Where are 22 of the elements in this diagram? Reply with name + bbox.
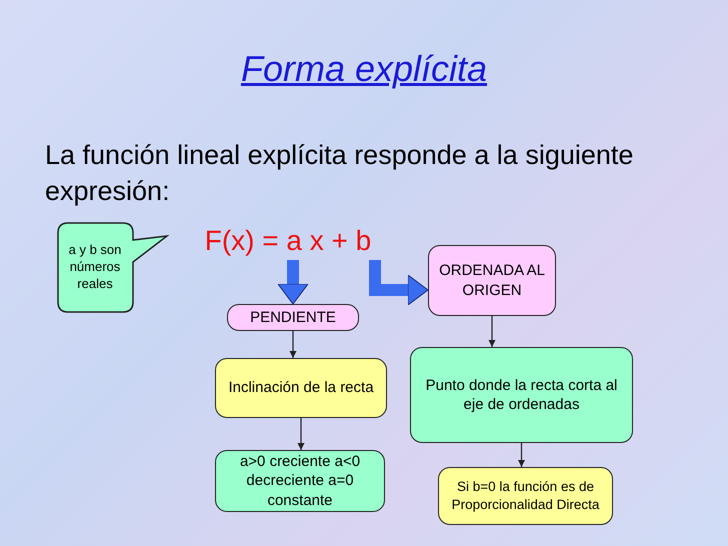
box-text: Inclinación de la recta xyxy=(228,378,374,398)
box-text: a y b son números reales xyxy=(68,242,122,293)
box-text: a>0 creciente a<0 decreciente a=0 constante xyxy=(238,452,362,510)
body-text: La función lineal explícita responde a la siguiente expresión: xyxy=(45,139,634,208)
box-text: Si b=0 la función es de Proporcionalidad Directa xyxy=(450,478,600,514)
flowchart-box xyxy=(227,304,359,331)
flowchart-box xyxy=(410,347,633,443)
arrow xyxy=(289,331,297,358)
flowchart-box xyxy=(215,358,387,418)
arrow xyxy=(518,443,526,467)
speech-callout xyxy=(57,222,169,313)
arrow xyxy=(488,316,496,347)
flowchart-box xyxy=(438,467,613,525)
box-text: PENDIENTE xyxy=(250,308,336,328)
flowchart-box xyxy=(428,245,556,316)
block-arrow xyxy=(278,260,308,304)
arrow xyxy=(297,418,305,450)
formula: F(x) = a x + b xyxy=(204,224,372,258)
box-text: Punto donde la recta corta al eje de ordenadas xyxy=(424,376,618,414)
box-text: ORDENADA AL ORIGEN xyxy=(438,261,546,300)
flowchart-box xyxy=(215,450,385,512)
slide-title: Forma explícita xyxy=(240,48,488,90)
